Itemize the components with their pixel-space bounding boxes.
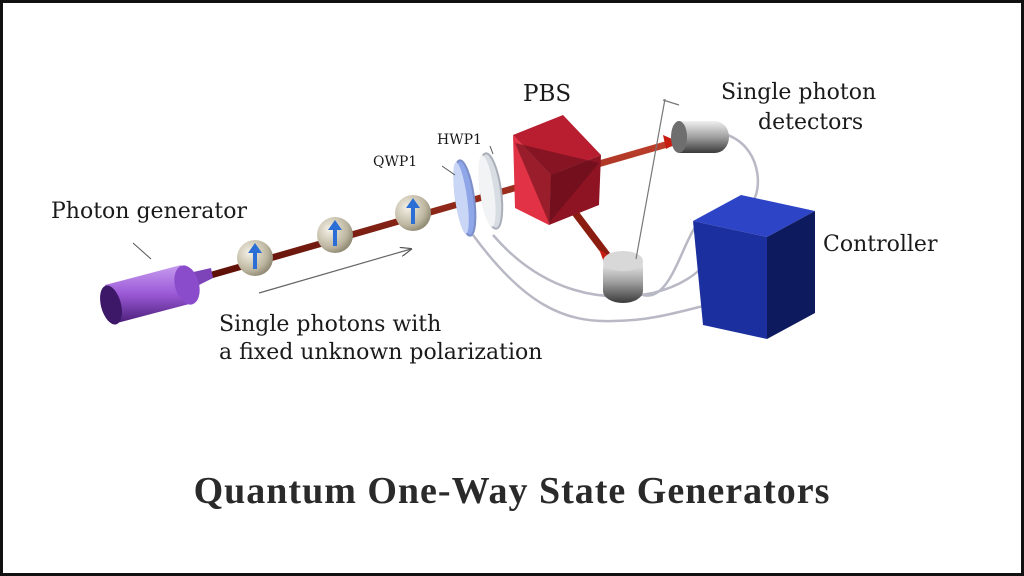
controller-label: Controller: [823, 232, 938, 257]
direction-arrow: [258, 249, 411, 294]
detectors-label-line1: Single photon: [721, 80, 876, 105]
photon-sphere-2: [317, 217, 353, 253]
photon-sphere-1: [237, 240, 273, 276]
pbs-cube: [513, 115, 601, 225]
photons-label-line1: Single photons with: [219, 312, 441, 337]
pbs-label: PBS: [523, 81, 571, 107]
detectors-label-line2: detectors: [758, 110, 863, 135]
hwp1-label: HWP1: [437, 132, 482, 148]
cable-waveplate-controller: [471, 234, 724, 323]
setup-diagram: Photon generator QWP1 HWP1 PBS Single ph…: [51, 80, 938, 365]
detector-top: [671, 121, 729, 153]
photons-label-line2: a fixed unknown polarization: [219, 340, 542, 365]
photon-generator-label: Photon generator: [51, 199, 247, 224]
detector-bottom: [603, 251, 643, 303]
qwp1-waveplate: [453, 159, 477, 237]
controller-box: [693, 195, 815, 339]
hwp1-waveplate: [478, 152, 504, 230]
photon-generator: [100, 265, 213, 325]
photon-sphere-3: [395, 195, 431, 231]
diagram-caption: Quantum One-Way State Generators: [193, 470, 831, 512]
qwp1-label: QWP1: [373, 154, 417, 170]
